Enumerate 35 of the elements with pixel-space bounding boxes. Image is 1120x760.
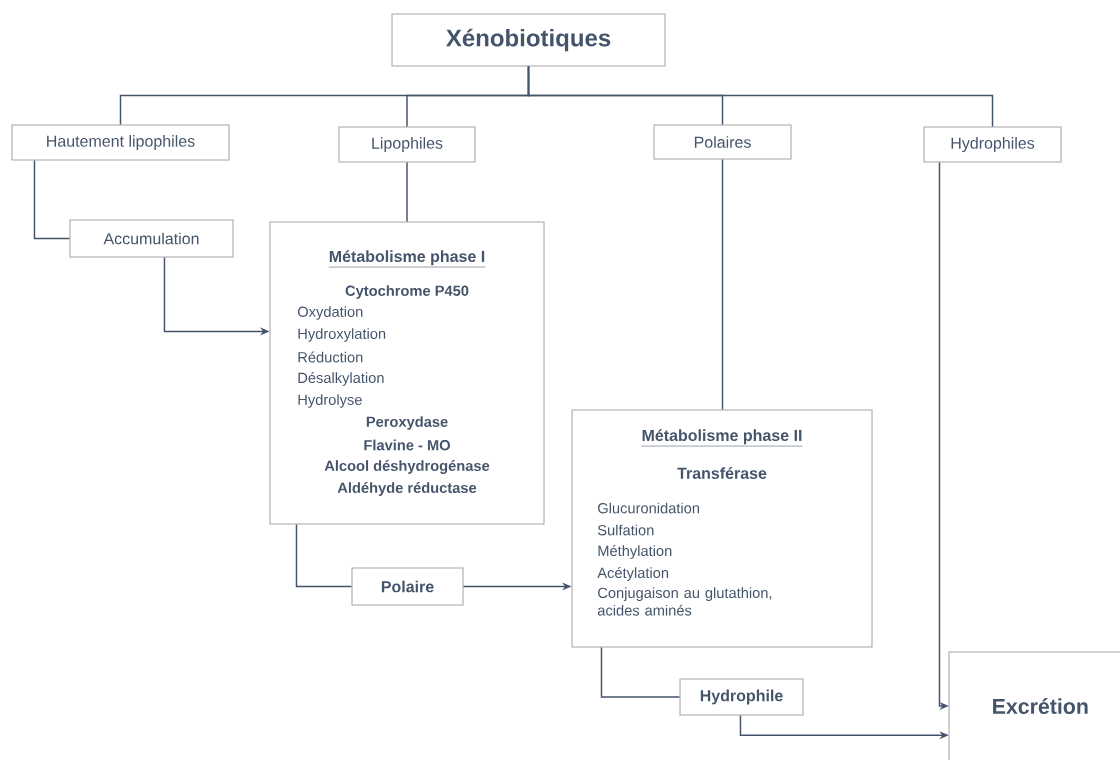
process-box xyxy=(269,221,545,525)
connector-line xyxy=(295,523,353,588)
connector-line xyxy=(527,65,994,128)
title-box: Xénobiotiques xyxy=(391,13,666,67)
list-item: Sulfation xyxy=(597,524,654,536)
connector-line xyxy=(33,159,71,240)
list-item: Désalkylation xyxy=(298,372,384,386)
list-item: Réduction xyxy=(298,351,363,363)
list-item: Hydroxylation xyxy=(298,328,386,342)
list-item: Méthylation xyxy=(598,545,672,559)
enzyme-name: Flavine - MO xyxy=(364,439,450,451)
category-box: Hautement lipophiles xyxy=(11,124,230,161)
category-box: Hydrophile xyxy=(679,678,804,716)
list-item: Acétylation xyxy=(597,567,669,581)
list-item: Hydrolyse xyxy=(298,394,362,408)
enzyme-name: Aldéhyde réductase xyxy=(337,482,477,496)
connector-line xyxy=(600,646,681,698)
list-item: Oxydation xyxy=(297,306,363,320)
enzyme-name: Cytochrome P450 xyxy=(345,285,469,299)
connector-line xyxy=(406,161,408,223)
heading: Métabolisme phase II xyxy=(641,429,803,447)
category-box: Accumulation xyxy=(69,219,234,258)
output-box: Excrétion xyxy=(948,651,1120,760)
category-box: Polaire xyxy=(351,567,464,606)
connector-line xyxy=(721,158,724,411)
list-item: Glucuronidation xyxy=(598,502,699,514)
category-box: Polaires xyxy=(653,124,792,160)
process-box xyxy=(571,409,873,648)
enzyme-name: Alcool déshydrogénase xyxy=(324,460,490,474)
heading: Métabolisme phase I xyxy=(328,250,486,268)
list-item: Conjugaison au glutathion, acides aminés xyxy=(597,587,772,616)
category-box: Lipophiles xyxy=(338,126,476,163)
enzyme-name: Peroxydase xyxy=(366,416,448,430)
enzyme-name: Transférase xyxy=(677,467,767,479)
category-box: Hydrophiles xyxy=(923,126,1062,163)
